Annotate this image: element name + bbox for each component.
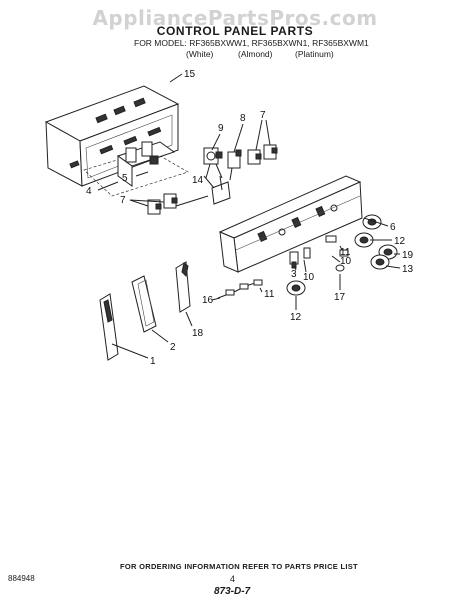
knob-part bbox=[370, 254, 390, 270]
knob-part bbox=[354, 232, 374, 248]
color-almond: (Almond) bbox=[238, 49, 273, 59]
callout-3: 3 bbox=[291, 269, 297, 280]
model-numbers: FOR MODEL: RF365BXWW1, RF365BXWN1, RF365… bbox=[134, 38, 369, 48]
indicator-light-part bbox=[289, 247, 311, 269]
clip-part bbox=[335, 264, 345, 272]
callout-15: 15 bbox=[184, 69, 196, 80]
callout-11-right: 11 bbox=[340, 247, 351, 258]
callout-1: 1 bbox=[150, 356, 156, 367]
callout-4: 4 bbox=[86, 186, 92, 197]
burner-switch-part bbox=[247, 144, 278, 165]
callout-8: 8 bbox=[240, 113, 246, 124]
end-trim-part bbox=[99, 293, 119, 361]
callout-2: 2 bbox=[170, 342, 176, 353]
infinite-switch-part bbox=[203, 147, 223, 179]
page-number: 4 bbox=[230, 574, 236, 584]
page-title: CONTROL PANEL PARTS bbox=[156, 24, 314, 38]
ordering-note: FOR ORDERING INFORMATION REFER TO PARTS … bbox=[120, 562, 358, 571]
knob-lower-part bbox=[286, 280, 306, 296]
rear-panel-part bbox=[44, 85, 180, 187]
control-switch-part bbox=[227, 149, 242, 181]
callout-16: 16 bbox=[202, 295, 214, 306]
knob-part bbox=[362, 214, 382, 230]
wire-harness-part bbox=[217, 279, 263, 299]
callout-18: 18 bbox=[192, 328, 204, 339]
hand-code: 873-D-7 bbox=[214, 586, 251, 597]
callout-12-right: 12 bbox=[394, 236, 406, 247]
spring-clip-part bbox=[325, 235, 349, 257]
side-trim-part bbox=[131, 275, 157, 333]
switch-bracket-part bbox=[116, 141, 176, 187]
document-number: 884948 bbox=[8, 574, 35, 583]
callout-14: 14 bbox=[192, 175, 204, 186]
callout-17: 17 bbox=[334, 292, 346, 303]
callout-10-right: 10 bbox=[340, 256, 352, 267]
bracket-part bbox=[211, 175, 231, 205]
color-white: (White) bbox=[186, 49, 214, 59]
burner-switch-lower-part bbox=[147, 193, 209, 215]
end-cap-part bbox=[175, 261, 191, 313]
callout-7-lower: 7 bbox=[120, 195, 126, 206]
callout-13: 13 bbox=[402, 264, 414, 275]
leader-lines bbox=[97, 73, 401, 359]
callout-19: 19 bbox=[402, 250, 414, 261]
callout-7-upper: 7 bbox=[260, 110, 266, 121]
callout-5: 5 bbox=[122, 173, 128, 184]
control-panel-part bbox=[218, 175, 363, 273]
callout-10-center: 10 bbox=[303, 272, 315, 283]
callout-9: 9 bbox=[218, 123, 224, 134]
callout-6: 6 bbox=[390, 222, 396, 233]
watermark-text: AppliancePartsPros.com bbox=[92, 6, 378, 30]
color-platinum: (Platinum) bbox=[295, 49, 334, 59]
callout-12-lower: 12 bbox=[290, 312, 302, 323]
callout-11-center: 11 bbox=[264, 289, 275, 300]
